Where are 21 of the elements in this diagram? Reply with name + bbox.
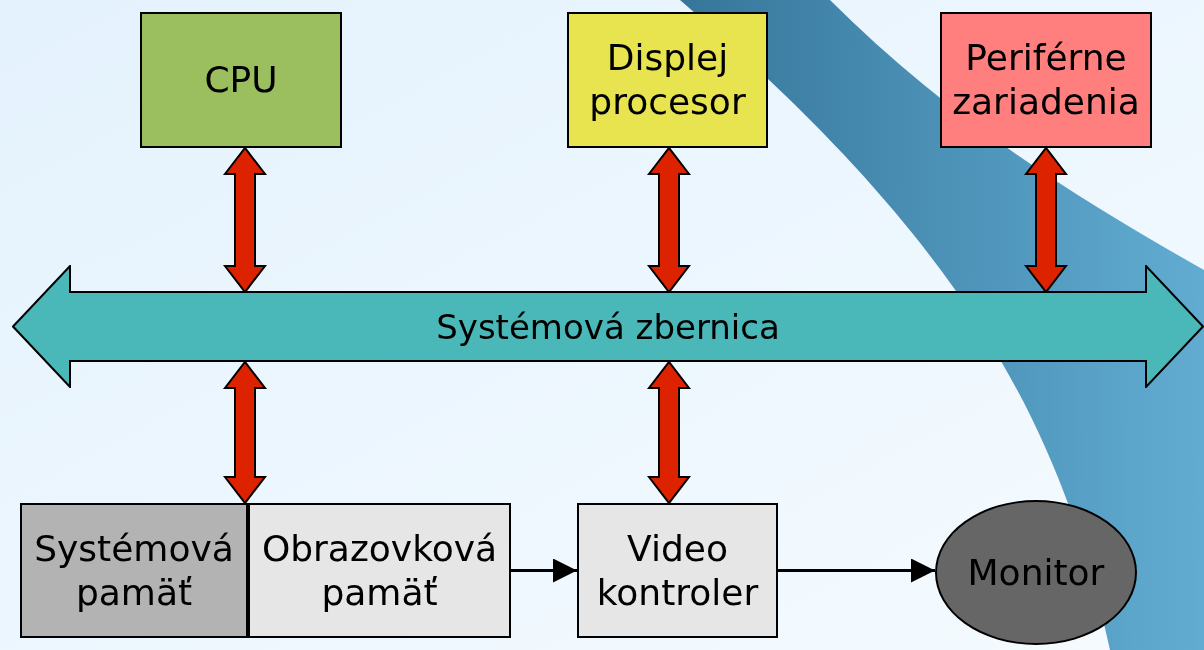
process-box (140, 12, 342, 148)
double-arrow (222, 360, 268, 505)
bus-label: Systémová zbernica (436, 306, 780, 347)
node-label: Periférne zariadenia (951, 36, 1141, 124)
double-arrow (222, 146, 268, 294)
arrow (778, 558, 935, 583)
node-label: CPU (204, 58, 278, 102)
node-label: Video kontroler (595, 526, 760, 615)
node-label: Systémová pamäť (33, 526, 235, 615)
double-arrow (646, 360, 692, 505)
double-arrow (1023, 146, 1069, 294)
node-label: Monitor (967, 550, 1105, 595)
node-label: Obrazovková pamäť (260, 526, 499, 615)
node-label: Displej procesor (588, 36, 747, 124)
process-box (567, 12, 768, 148)
memory-box (20, 503, 248, 638)
double-arrow (646, 146, 692, 294)
process-box (577, 503, 778, 638)
process-box (940, 12, 1152, 148)
memory-box (248, 503, 511, 638)
arrow (511, 558, 577, 583)
